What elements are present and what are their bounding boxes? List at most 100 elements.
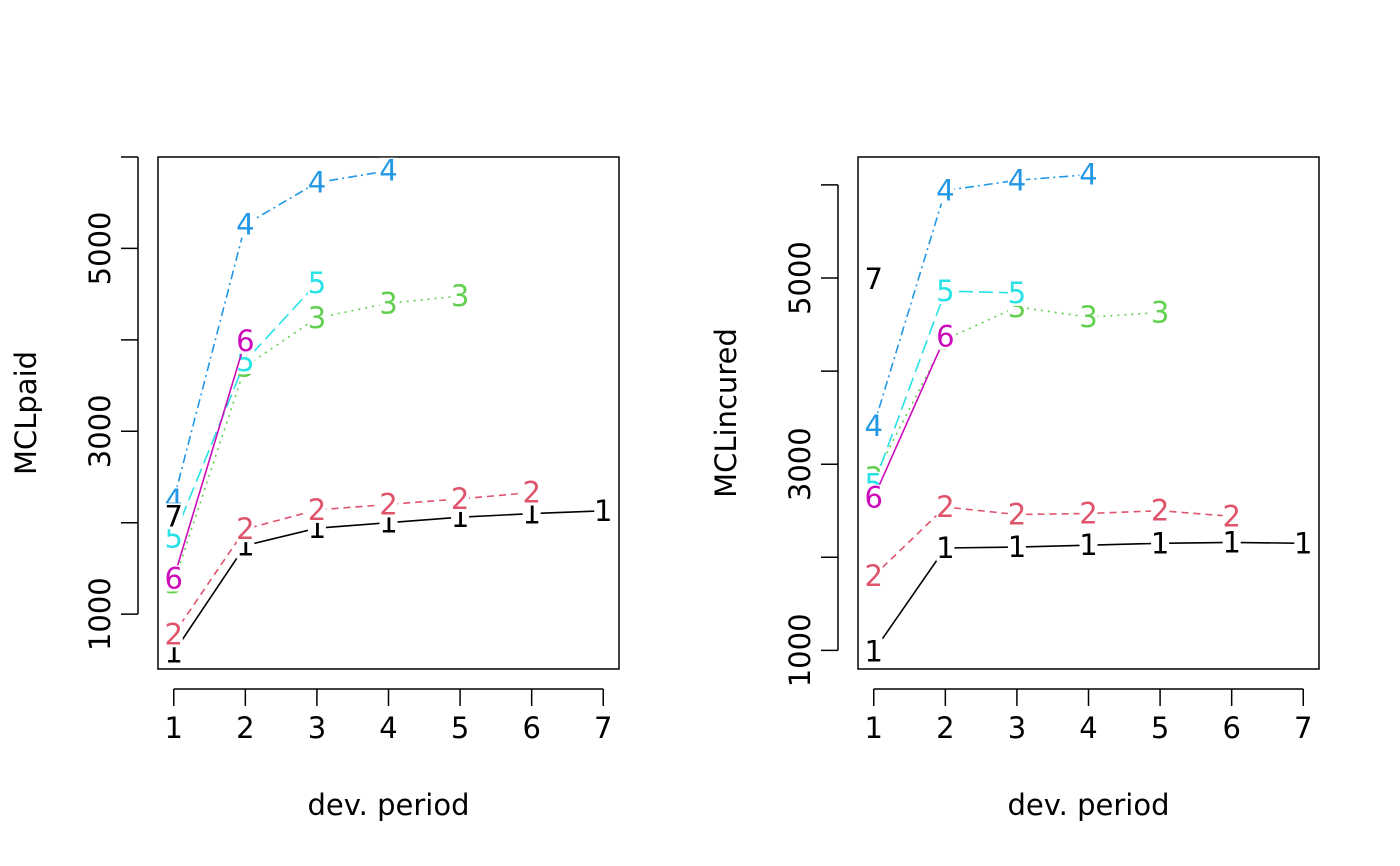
data-point-2: 2 [165, 617, 183, 651]
data-point-4: 4 [1079, 158, 1097, 192]
marker-gap [164, 524, 183, 551]
marker-gap [864, 562, 883, 589]
marker-gap [594, 497, 613, 524]
marker-gap [936, 323, 955, 350]
series-3: 33333 [865, 290, 1170, 495]
series-7: 7 [165, 499, 183, 533]
x-tick-label: 6 [1222, 711, 1240, 745]
data-point-1: 1 [1222, 525, 1240, 559]
data-point-2: 2 [1222, 499, 1240, 533]
data-point-2: 2 [308, 493, 326, 527]
series-line-3 [872, 306, 1161, 479]
data-point-1: 1 [1151, 526, 1169, 560]
marker-gap [1151, 530, 1170, 557]
data-point-3: 3 [451, 279, 469, 313]
marker-gap [379, 157, 398, 184]
series-line-2 [873, 506, 1232, 577]
data-point-3: 3 [1151, 295, 1169, 329]
y-tick-label: 1000 [783, 613, 817, 687]
x-tick-label: 1 [165, 711, 183, 745]
marker-gap [164, 621, 183, 648]
plot-frame [157, 156, 620, 670]
data-point-4: 4 [236, 208, 254, 242]
marker-gap [936, 177, 955, 204]
data-point-6: 6 [165, 561, 183, 595]
x-tick-label: 3 [1008, 711, 1026, 745]
marker-gap [1151, 299, 1170, 326]
data-point-1: 1 [865, 634, 883, 668]
data-point-4: 4 [308, 166, 326, 200]
marker-gap [1007, 534, 1026, 561]
data-point-7: 7 [865, 262, 883, 296]
marker-gap [1007, 279, 1026, 306]
marker-gap [1079, 500, 1098, 527]
series-7: 7 [865, 262, 883, 296]
series-line-4 [872, 173, 1089, 427]
marker-gap [864, 265, 883, 292]
data-point-2: 2 [522, 476, 540, 510]
x-tick-label: 5 [451, 711, 469, 745]
data-point-4: 4 [936, 174, 954, 208]
series-line-2 [173, 491, 532, 635]
data-point-4: 4 [379, 154, 397, 188]
data-point-2: 2 [236, 512, 254, 546]
x-tick-label: 2 [236, 711, 254, 745]
series-line-5 [172, 282, 318, 538]
y-axis-title: MCLpaid [9, 351, 43, 475]
data-point-1: 1 [936, 531, 954, 565]
marker-gap [307, 270, 326, 297]
marker-gap [451, 485, 470, 512]
marker-gap [936, 278, 955, 305]
data-point-5: 5 [1008, 276, 1026, 310]
x-axis-title: dev. period [1008, 788, 1170, 822]
marker-gap [1151, 497, 1170, 524]
x-tick-label: 7 [594, 711, 612, 745]
data-point-6: 6 [936, 320, 954, 354]
marker-gap [307, 304, 326, 331]
marker-gap [522, 479, 541, 506]
marker-gap [1007, 501, 1026, 528]
data-point-1: 1 [1008, 530, 1026, 564]
data-point-2: 2 [1079, 497, 1097, 531]
series-6: 66 [165, 324, 255, 596]
series-3: 33333 [165, 279, 470, 600]
marker-gap [379, 290, 398, 317]
data-point-2: 2 [1151, 494, 1169, 528]
marker-gap [864, 484, 883, 511]
y-tick-label: 1000 [83, 577, 117, 651]
marker-gap [307, 496, 326, 523]
data-point-2: 2 [379, 487, 397, 521]
marker-gap [1007, 167, 1026, 194]
marker-gap [936, 534, 955, 561]
marker-gap [379, 491, 398, 518]
x-tick-label: 7 [1294, 711, 1312, 745]
x-tick-label: 4 [1079, 711, 1097, 745]
marker-gap [1222, 529, 1241, 556]
marker-gap [864, 413, 883, 440]
data-point-4: 4 [865, 409, 883, 443]
data-point-6: 6 [236, 324, 254, 358]
marker-gap [1079, 532, 1098, 559]
data-point-1: 1 [1294, 526, 1312, 560]
x-tick-label: 6 [522, 711, 540, 745]
marker-gap [936, 494, 955, 521]
data-point-5: 5 [936, 274, 954, 308]
marker-gap [164, 503, 183, 530]
plot-frame [857, 156, 1320, 670]
marker-gap [307, 169, 326, 196]
y-tick-label: 3000 [83, 394, 117, 468]
x-tick-label: 4 [379, 711, 397, 745]
marker-gap [236, 211, 255, 238]
marker-gap [236, 516, 255, 543]
